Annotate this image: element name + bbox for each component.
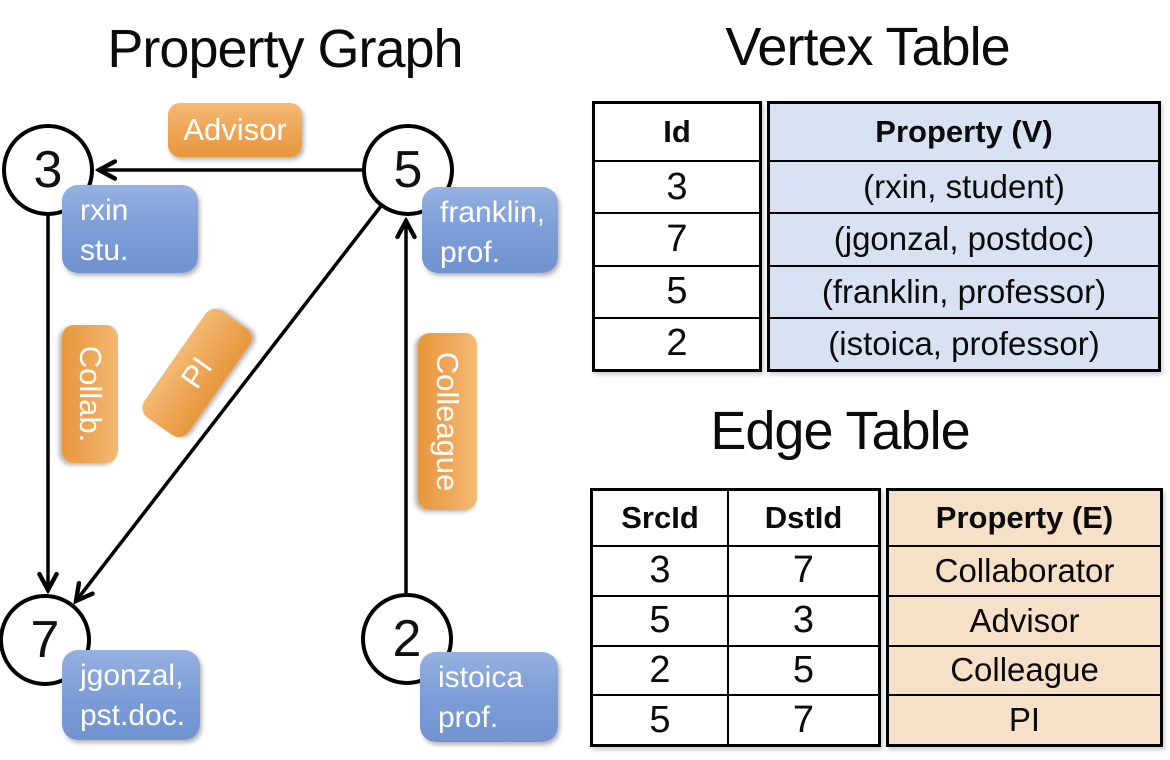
property-graph-title: Property Graph	[107, 19, 463, 79]
vertex-id-2: 2	[392, 610, 422, 668]
vertex-table-header-id: Id	[663, 114, 691, 149]
vertex-id-3: 3	[33, 141, 63, 199]
vertex-id-5: 5	[393, 141, 423, 199]
edge-table-property-column: Property (E) Collaborator Advisor Collea…	[886, 488, 1163, 747]
edge-table-header-srcid: SrcId	[621, 500, 699, 535]
vertex-table-id-cell: 7	[595, 212, 759, 264]
edge-table-dst-cell: 3	[727, 594, 878, 645]
edge-table-src-cell: 2	[593, 644, 727, 695]
vertex-table-property-cell: (franklin, professor)	[770, 264, 1158, 317]
vertex-table-id-column: Id 3 7 5 2	[592, 101, 762, 372]
edge-table-src-cell: 5	[593, 694, 727, 744]
vertex-property-line: stu.	[80, 234, 129, 267]
edge-table: SrcId DstId 3 7 5 3 2 5 5 7 Property (E)…	[590, 488, 1163, 747]
edge-table-dst-cell: 5	[727, 644, 878, 695]
edge-label-collab: Collab.	[62, 325, 118, 463]
vertex-property-box-7: jgonzal, pst.doc.	[62, 650, 200, 740]
vertex-table-id-cell: 2	[595, 316, 759, 369]
edge-table-dst-cell: 7	[727, 694, 878, 744]
vertex-property-line: pst.doc.	[80, 699, 186, 732]
vertex-table-property-cell: (jgonzal, postdoc)	[770, 212, 1158, 264]
edge-table-property-cell: Colleague	[889, 644, 1160, 695]
vertex-property-box-3: rxin stu.	[62, 185, 198, 273]
vertex-property-line: prof.	[440, 236, 501, 269]
vertex-property-box-2: istoica prof.	[420, 652, 558, 742]
vertex-table: Id 3 7 5 2 Property (V) (rxin, student) …	[592, 101, 1161, 372]
vertex-table-id-cell: 5	[595, 264, 759, 317]
edge-table-dst-cell: 7	[727, 545, 878, 595]
vertex-property-box-5: franklin, prof.	[422, 187, 558, 273]
edge-table-src-cell: 3	[593, 545, 727, 595]
edge-table-header-dstid: DstId	[727, 491, 878, 545]
vertex-id-7: 7	[30, 611, 60, 669]
edge-label-colleague: Colleague	[418, 333, 477, 510]
vertex-property-line: franklin,	[440, 196, 546, 229]
vertex-property-line: jgonzal,	[80, 659, 184, 692]
vertex-property-line: rxin	[80, 194, 129, 227]
vertex-property-line: istoica	[438, 661, 524, 694]
vertex-table-title: Vertex Table	[725, 17, 1010, 77]
vertex-table-property-column: Property (V) (rxin, student) (jgonzal, p…	[767, 101, 1161, 372]
vertex-property-line: prof.	[438, 701, 499, 734]
edge-table-src-cell: 5	[593, 594, 727, 645]
edge-table-id-columns: SrcId DstId 3 7 5 3 2 5 5 7	[590, 488, 881, 747]
edge-table-property-cell: PI	[889, 694, 1160, 744]
vertex-table-property-cell: (istoica, professor)	[770, 316, 1158, 369]
edge-pi-5-to-7	[76, 204, 383, 601]
edge-label-advisor: Advisor	[168, 103, 302, 157]
edge-table-header-property: Property (E)	[935, 500, 1114, 535]
vertex-table-header-property: Property (V)	[875, 114, 1053, 149]
edge-table-property-cell: Collaborator	[889, 545, 1160, 595]
vertex-table-property-cell: (rxin, student)	[770, 160, 1158, 212]
edge-table-title: Edge Table	[710, 401, 970, 461]
edge-table-property-cell: Advisor	[889, 594, 1160, 645]
vertex-table-id-cell: 3	[595, 160, 759, 212]
